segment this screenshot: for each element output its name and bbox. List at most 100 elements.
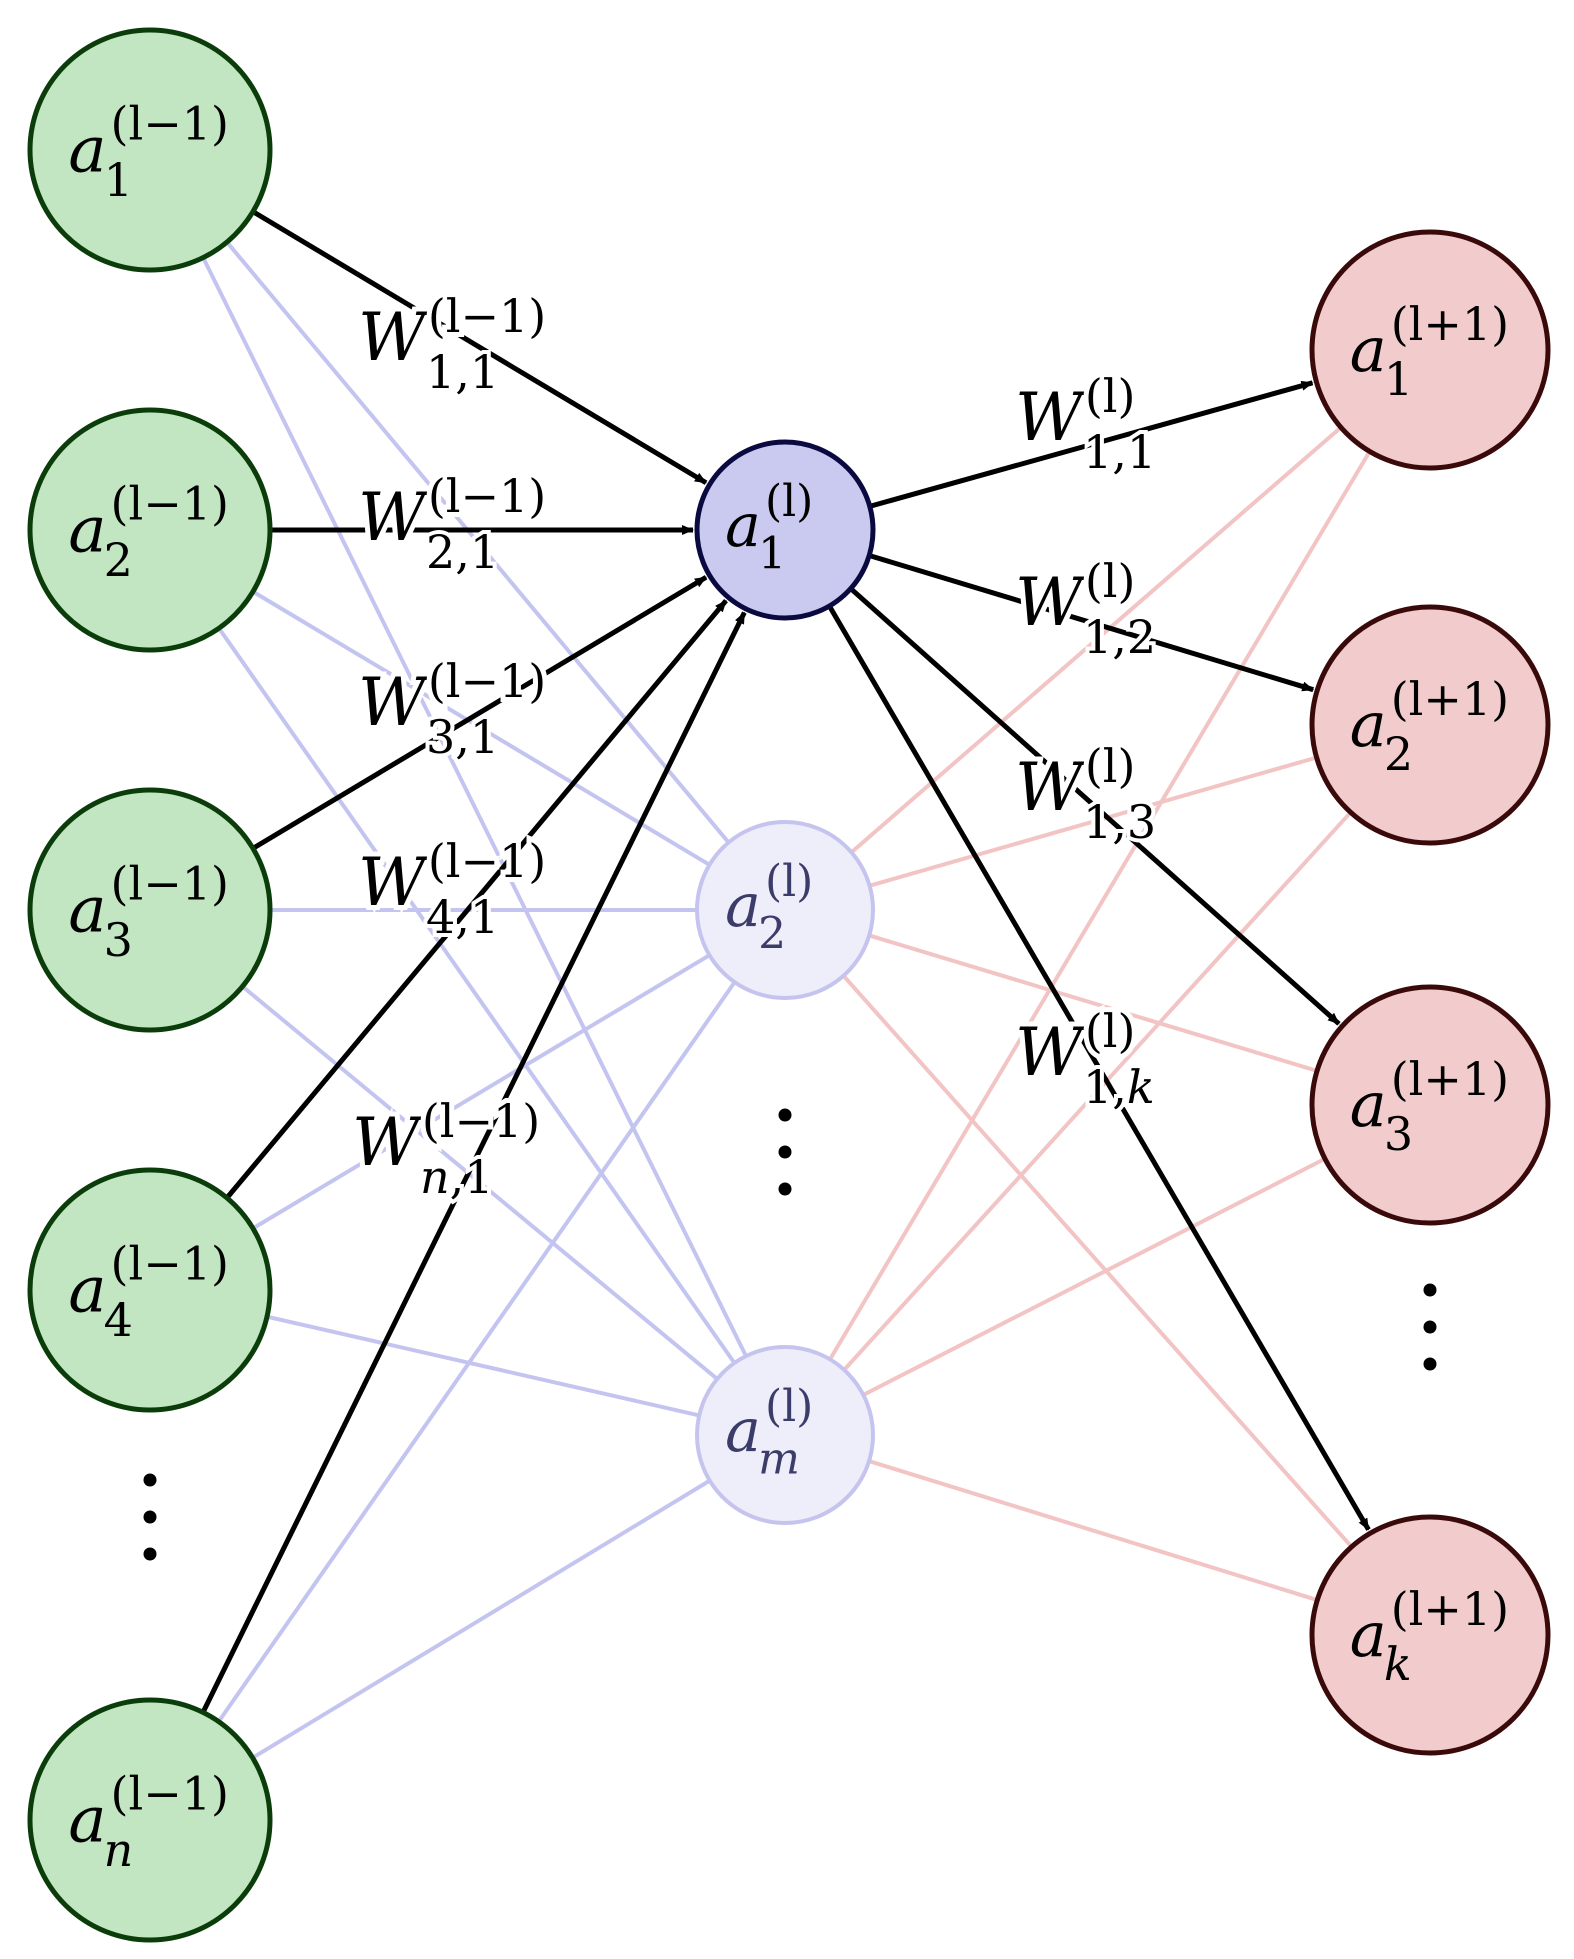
output-neuron-1-label: a(l+1)	[1350, 297, 1509, 386]
faint-edge-out	[862, 1156, 1326, 1397]
ellipsis-dot	[143, 1547, 157, 1561]
faint-edge-in	[251, 953, 711, 1231]
input-neuron-4: a(l−1)4	[27, 1167, 273, 1413]
output-neuron-4-label: a(l+1)	[1350, 1582, 1509, 1671]
input-neuron-5-label: a(l−1)	[68, 1767, 229, 1858]
symbol: a	[68, 874, 106, 948]
input-neuron-3-circle	[27, 787, 273, 1033]
superscript: (l−1)	[111, 1237, 229, 1291]
input-layer-ellipsis	[143, 1473, 157, 1561]
weight-in-3-text: W(l−1)	[358, 654, 546, 741]
ellipsis-dot	[143, 1510, 157, 1524]
weight-in-4-text: W(l−1)	[358, 834, 546, 921]
superscript: (l−1)	[422, 1094, 540, 1148]
symbol: a	[68, 1254, 106, 1328]
weight-in-2-text: W(l−1)	[358, 469, 546, 556]
subscript-char: 1	[470, 525, 499, 579]
faint-edge-in	[266, 1314, 700, 1418]
weight-in-4: W(l−1)4,1	[353, 829, 551, 948]
weight-in-5: W(l−1)n,1	[347, 1089, 545, 1208]
weight-arrow-out	[849, 586, 1341, 1026]
weight-arrow-out	[869, 380, 1314, 509]
symbol: W	[358, 844, 431, 921]
subscript-char: 1	[1083, 1060, 1112, 1114]
weight-out-1: W(l)1,1	[1010, 364, 1160, 483]
subscript-char: 1	[1083, 610, 1112, 664]
weight-arrow-in	[251, 575, 708, 851]
superscript: (l−1)	[428, 834, 546, 888]
superscript: (l−1)	[111, 857, 229, 911]
superscript: (l−1)	[111, 1767, 229, 1821]
ellipsis-dot	[778, 1145, 792, 1159]
faint-edge-out	[842, 810, 1353, 1372]
weight-out-4-text: W(l)	[1015, 1004, 1135, 1091]
symbol: W	[358, 299, 431, 376]
subscript-char: 2	[1127, 610, 1156, 664]
input-neuron-4-circle	[27, 1167, 273, 1413]
superscript: (l)	[765, 856, 813, 907]
input-neuron-2-circle	[27, 407, 273, 653]
subscript-char: 2	[426, 525, 455, 579]
symbol: a	[1350, 688, 1387, 761]
weight-out-2-text: W(l)	[1015, 554, 1135, 641]
subscript-char: 1	[1083, 795, 1112, 849]
input-neuron-3-label: a(l−1)	[68, 857, 229, 948]
output-neuron-4-circle	[1309, 1514, 1551, 1756]
faint-edge-in	[225, 240, 731, 844]
superscript: (l−1)	[428, 654, 546, 708]
superscript: (l−1)	[111, 97, 229, 151]
weight-out-1-subscript: 1,1	[1083, 425, 1156, 479]
hidden-neuron-2-subscript: 2	[758, 909, 786, 960]
output-neuron-4-subscript: k	[1384, 1637, 1412, 1691]
hidden-neuron-2: a(l)2	[695, 820, 875, 1000]
output-neuron-1-subscript: 1	[1384, 352, 1413, 406]
weight-arrow-in	[251, 209, 708, 485]
faint-edge-in	[217, 981, 737, 1723]
faint-edge-out	[841, 974, 1354, 1549]
hidden-neuron-3-circle	[695, 1345, 875, 1525]
hidden-neuron-2-circle	[695, 820, 875, 1000]
superscript: (l−1)	[428, 469, 546, 523]
hidden-neuron-3: a(l)m	[695, 1345, 875, 1525]
subscript-char: ,	[1112, 425, 1127, 479]
output-neuron-3-subscript: 3	[1384, 1107, 1413, 1161]
weight-in-1: W(l−1)1,1	[353, 284, 551, 403]
output-neuron-2-circle	[1309, 604, 1551, 846]
hidden-neuron-2-label: a(l)	[725, 856, 813, 941]
subscript-char: n	[420, 1150, 450, 1204]
weight-arrow-in	[225, 598, 728, 1200]
input-neuron-1: a(l−1)1	[27, 27, 273, 273]
output-neuron-1-circle	[1309, 229, 1551, 471]
output-neuron-3-circle	[1309, 984, 1551, 1226]
hidden-neuron-3-label: a(l)	[725, 1381, 813, 1466]
symbol: W	[1015, 379, 1088, 456]
ellipsis-dot	[778, 1182, 792, 1196]
faint-edge-in	[251, 589, 711, 867]
weight-out-1-text: W(l)	[1015, 369, 1135, 456]
symbol: a	[1350, 1068, 1387, 1141]
weight-out-3: W(l)1,3	[1010, 734, 1160, 853]
output-neuron-3: a(l+1)3	[1309, 984, 1551, 1226]
weight-arrow-out	[827, 604, 1371, 1531]
hidden-neuron-1-circle	[694, 439, 876, 621]
symbol: a	[68, 114, 106, 188]
hidden-neuron-1-subscript: 1	[758, 529, 786, 580]
subscript-char: ,	[455, 525, 470, 579]
input-neuron-1-subscript: 1	[104, 153, 133, 207]
superscript: (l)	[765, 1381, 813, 1432]
subscript-char: 1	[464, 1150, 493, 1204]
input-neuron-5-circle	[27, 1697, 273, 1943]
input-neuron-1-circle	[27, 27, 273, 273]
input-neuron-5: a(l−1)n	[27, 1697, 273, 1943]
faint-edge-out	[869, 755, 1318, 888]
superscript: (l+1)	[1391, 1052, 1509, 1106]
weight-out-4: W(l)1,k	[1010, 999, 1159, 1118]
ellipsis-dot	[778, 1108, 792, 1122]
superscript: (l−1)	[428, 289, 546, 343]
faint-edge-in	[217, 627, 737, 1365]
weight-out-2: W(l)1,2	[1010, 549, 1160, 668]
subscript-char: ,	[455, 890, 470, 944]
weight-in-3-subscript: 3,1	[426, 710, 499, 764]
hidden-neuron-1-label: a(l)	[725, 476, 813, 561]
